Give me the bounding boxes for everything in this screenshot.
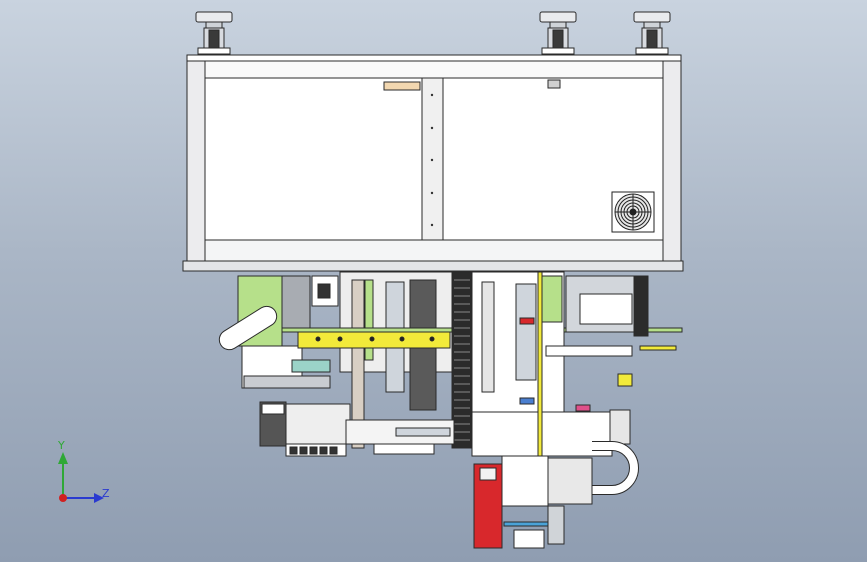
black-bracket — [633, 275, 649, 337]
side-frame-right — [662, 60, 682, 262]
green-guide — [364, 279, 374, 361]
right-rail-2 — [515, 283, 537, 381]
gray-module-inner — [579, 293, 633, 325]
post-fasteners — [430, 93, 434, 227]
right-green-block — [541, 275, 563, 323]
red-marker-2 — [575, 404, 591, 412]
blue-marker — [519, 397, 535, 405]
foot-right — [633, 11, 671, 55]
slide-bar-holes — [315, 336, 435, 342]
foot-left — [195, 11, 233, 55]
bottom-left-carriage — [285, 403, 351, 445]
red-marker-1 — [519, 317, 535, 325]
label-tag — [383, 81, 421, 91]
leveling-feet — [195, 11, 671, 55]
right-rail-1 — [481, 281, 495, 393]
vertical-yellow-rod — [537, 271, 543, 457]
bottom-right-block — [609, 409, 631, 445]
side-frame-left — [186, 60, 206, 262]
cooling-fan-icon — [611, 191, 655, 233]
motor-shaft-block — [513, 529, 545, 549]
left-housing-gray — [281, 275, 311, 333]
origin-icon — [59, 494, 67, 502]
red-motor-cap — [479, 467, 497, 481]
housing-top-band — [204, 60, 664, 79]
housing-base-plate — [182, 260, 684, 272]
belt-teeth — [454, 279, 470, 441]
motor-mount — [501, 455, 549, 507]
y-axis-label: Y — [57, 439, 65, 452]
z-axis-arrow-icon — [94, 493, 104, 503]
latch — [547, 79, 561, 89]
foot-middle — [539, 11, 577, 55]
foot-plate — [373, 443, 435, 455]
gearbox — [547, 457, 593, 505]
left-base-slot — [243, 375, 331, 389]
coupling — [547, 505, 565, 545]
lower-mechanism[interactable] — [216, 271, 683, 549]
small-box-inner — [317, 283, 331, 299]
blue-hose — [503, 521, 549, 527]
main-housing[interactable] — [182, 54, 684, 272]
axis-triad[interactable]: Y Z — [57, 439, 110, 503]
z-axis-label: Z — [102, 487, 110, 500]
cylinder-rod — [395, 427, 451, 437]
motor-left-cap — [261, 403, 285, 415]
yellow-lever — [639, 345, 677, 351]
vertical-rail-1 — [351, 279, 365, 449]
yellow-sensor — [617, 373, 633, 387]
connectors — [289, 446, 338, 455]
angled-cylinder — [218, 305, 278, 351]
panel-left[interactable] — [204, 77, 423, 241]
housing-top-rail — [186, 54, 682, 62]
white-tube — [545, 345, 633, 357]
y-axis-arrow-icon — [58, 452, 68, 464]
left-blue-strip — [291, 359, 331, 373]
